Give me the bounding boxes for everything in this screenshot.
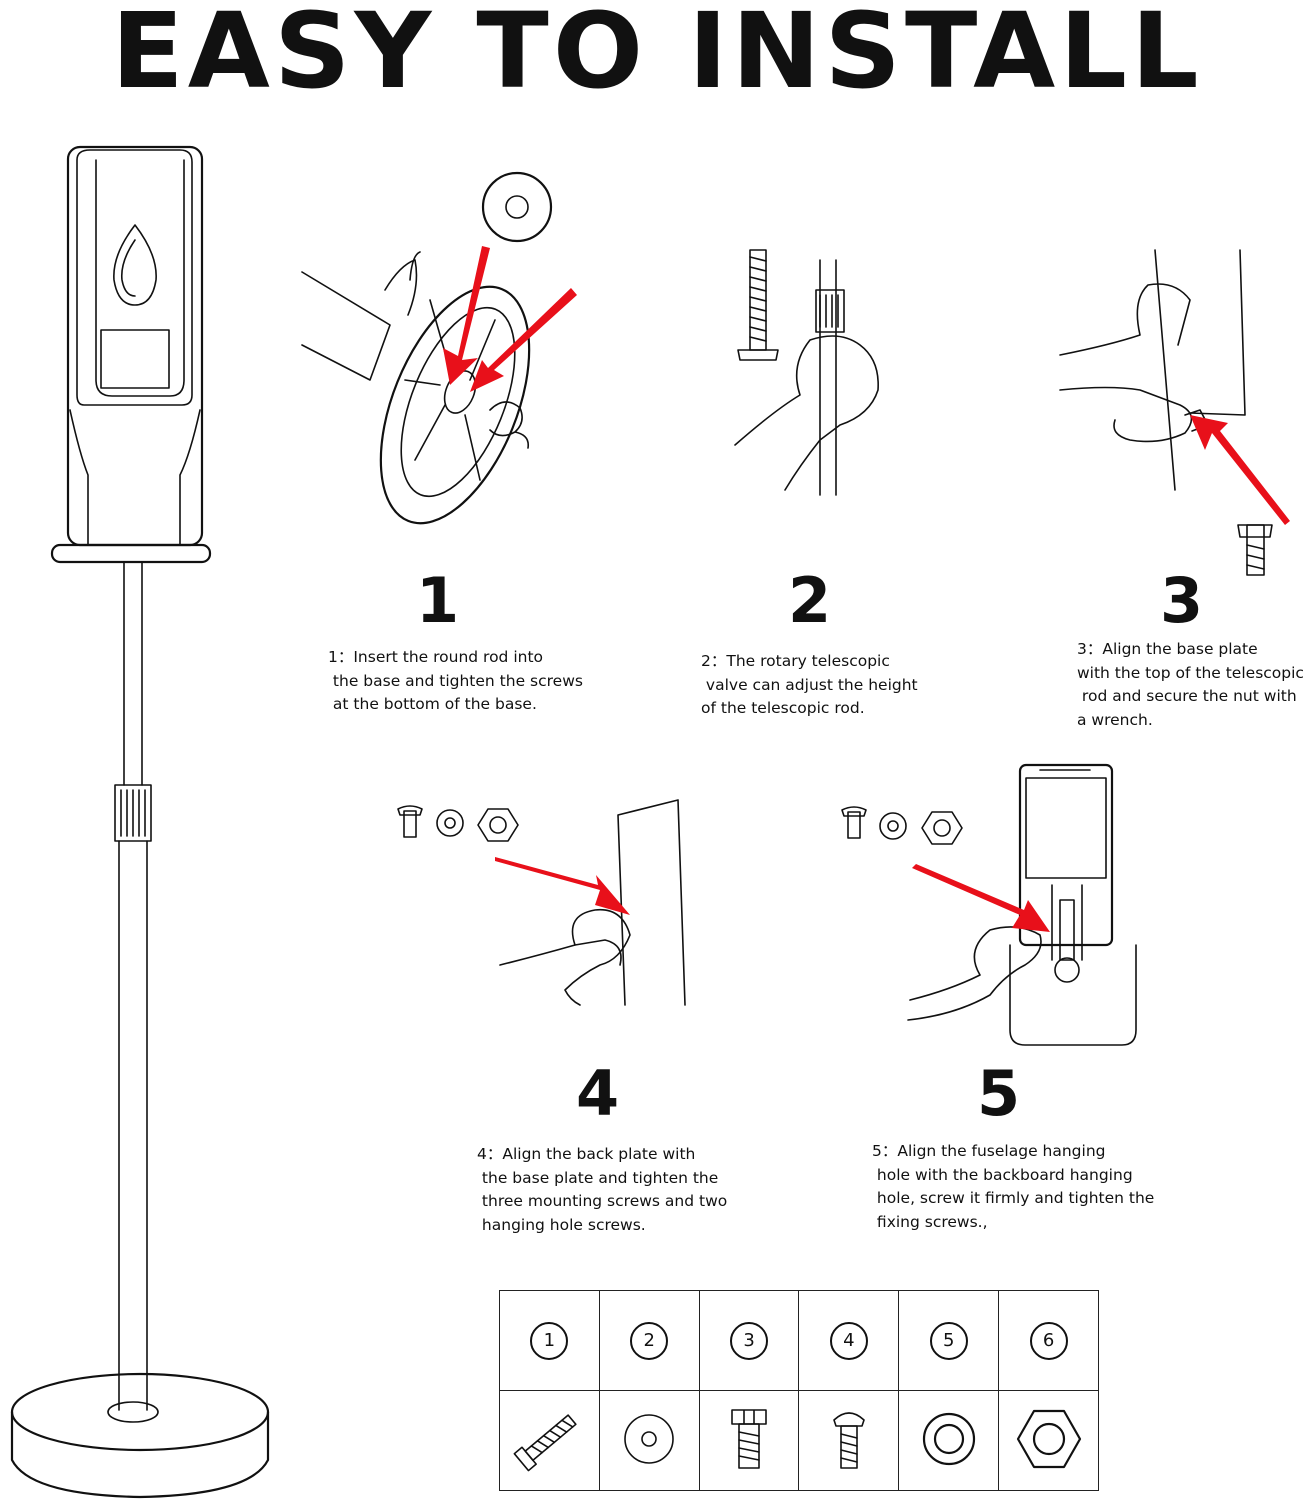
page-title: EASY TO INSTALL — [111, 0, 1203, 112]
part-number: 3 — [730, 1321, 769, 1360]
step-5-illustration — [841, 763, 1137, 1046]
part-number: 5 — [929, 1321, 968, 1360]
mushroom-screw-icon — [833, 1411, 865, 1469]
part-cell: 6 — [998, 1290, 1099, 1391]
step-5-description: 5：Align the fuselage hanging hole with t… — [872, 1142, 1155, 1231]
part-cell — [499, 1390, 600, 1491]
part-cell — [998, 1390, 1099, 1491]
part-number: 6 — [1029, 1321, 1068, 1360]
part-cell: 1 — [499, 1290, 600, 1391]
step-1-description: 1：Insert the round rod into the base and… — [328, 648, 583, 713]
part-number: 4 — [829, 1321, 868, 1360]
step-4-illustration — [397, 799, 686, 1006]
part-cell — [598, 1390, 700, 1491]
step-2-number: 2 — [788, 564, 832, 637]
part-cell: 3 — [698, 1290, 800, 1391]
part-cell: 2 — [598, 1290, 700, 1391]
step-4-description: 4：Align the back plate with the base pla… — [477, 1145, 728, 1234]
step-1-illustration — [301, 171, 577, 525]
parts-table: 1 2 3 4 5 6 — [499, 1290, 1099, 1491]
step-3-description: 3：Align the base plate with the top of t… — [1077, 640, 1304, 729]
parts-number-row: 1 2 3 4 5 6 — [499, 1290, 1099, 1391]
step-4-number: 4 — [576, 1057, 620, 1130]
ring-washer-icon — [922, 1412, 975, 1465]
flat-washer-icon — [624, 1413, 675, 1464]
part-cell — [898, 1390, 1000, 1491]
part-number: 2 — [630, 1321, 669, 1360]
step-3-number: 3 — [1160, 564, 1204, 637]
part-number: 1 — [530, 1321, 569, 1360]
long-bolt-icon — [513, 1413, 578, 1471]
step-5-number: 5 — [977, 1057, 1021, 1130]
parts-icon-row — [499, 1390, 1099, 1491]
part-cell: 4 — [798, 1290, 900, 1391]
part-cell: 5 — [898, 1290, 1000, 1391]
hex-bolt-icon — [731, 1408, 767, 1469]
part-cell — [698, 1390, 800, 1491]
step-2-illustration — [734, 249, 879, 496]
step-2-description: 2：The rotary telescopic valve can adjust… — [701, 652, 918, 717]
step-1-number: 1 — [416, 564, 460, 637]
step-3-illustration — [1059, 249, 1290, 576]
dispenser-stand-illustration — [10, 145, 270, 1499]
part-cell — [798, 1390, 900, 1491]
hex-nut-icon — [1016, 1409, 1081, 1468]
